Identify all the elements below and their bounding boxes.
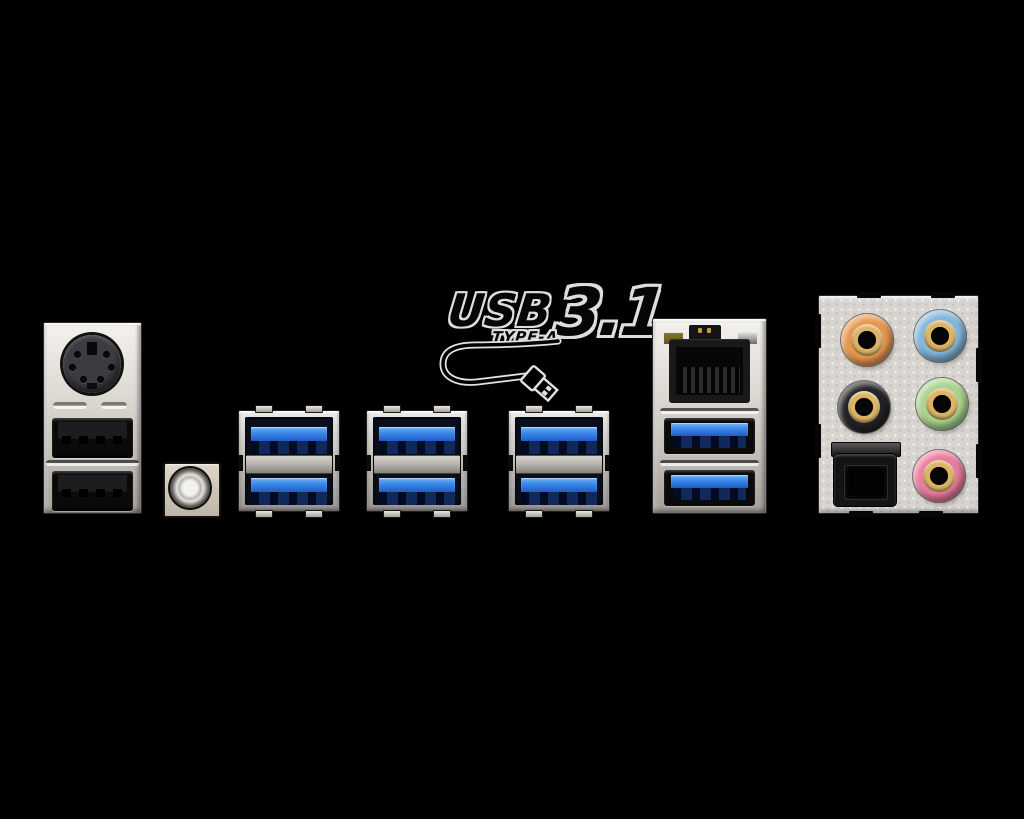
usb2-tongue <box>58 422 127 438</box>
rear-speaker-jack-icon <box>838 381 890 433</box>
usb2-contact-slots <box>62 436 123 444</box>
mount-tab <box>433 510 451 518</box>
clear-cmos-button <box>163 462 221 518</box>
audio-jack-block <box>815 292 982 517</box>
line-in-jack-icon <box>914 310 966 362</box>
usb3-contacts <box>521 492 597 505</box>
usb3-contacts <box>673 488 746 500</box>
side-notch <box>238 455 243 471</box>
rj45-pin <box>707 328 711 333</box>
usb3-contacts <box>379 441 455 454</box>
mount-tab <box>976 348 982 382</box>
usb3-contacts <box>673 436 746 448</box>
optical-spdif-window <box>844 465 888 500</box>
usb3-port-bottom-icon <box>664 470 755 506</box>
ps2-pin <box>97 376 104 383</box>
usb3-tongue <box>379 427 455 441</box>
port-divider <box>516 455 602 474</box>
ps2-pin <box>108 364 115 371</box>
side-notch <box>463 455 468 471</box>
usb3-contacts <box>251 492 327 505</box>
ps2-notch <box>87 383 97 389</box>
rj45-lan-port-icon <box>669 339 750 403</box>
mount-tab <box>255 405 273 413</box>
center-subwoofer-jack-icon <box>841 314 893 366</box>
ps2-pin <box>74 351 81 358</box>
usb3-tongue <box>251 478 327 492</box>
mount-tab <box>976 444 982 478</box>
usb3-tongue <box>379 478 455 492</box>
usb3-tongue <box>251 427 327 441</box>
rj45-contacts <box>679 367 740 393</box>
usb3-dual-port-2 <box>366 405 468 518</box>
port-divider <box>246 455 332 474</box>
vent-slot <box>53 402 87 409</box>
usb3-contacts <box>379 492 455 505</box>
side-notch <box>335 455 340 471</box>
mount-tab <box>857 292 881 298</box>
usb-cable-icon <box>439 337 562 403</box>
usb3-contacts <box>251 441 327 454</box>
mount-tab <box>931 292 955 298</box>
mount-tab <box>305 405 323 413</box>
rj45-clip-slot <box>689 325 721 341</box>
bracket-seam <box>46 460 139 466</box>
jack-hole <box>931 327 949 345</box>
ps2-pin <box>103 351 110 358</box>
ps2-pin <box>69 364 76 371</box>
usb3-tongue <box>521 478 597 492</box>
side-notch <box>508 455 513 471</box>
usb2-port-bottom-icon <box>52 471 133 511</box>
vent-slot <box>101 402 127 409</box>
mount-tab <box>815 424 821 458</box>
port-divider <box>374 455 460 474</box>
rj45-pin <box>698 328 702 333</box>
mount-tab <box>575 405 593 413</box>
usb2-contact-slots <box>62 489 123 497</box>
bracket-seam <box>660 408 759 414</box>
ps2-usb2-block <box>43 322 142 514</box>
mount-tab <box>575 510 593 518</box>
usb3-port-top-icon <box>664 418 755 454</box>
jack-hole <box>930 467 948 485</box>
usb2-port-top-icon <box>52 418 133 458</box>
usb3-tongue <box>671 423 748 436</box>
side-notch <box>366 455 371 471</box>
usb-logo-text: USB <box>445 284 555 337</box>
mount-tab <box>433 405 451 413</box>
side-notch <box>605 455 610 471</box>
usb3-dual-port-1 <box>238 405 340 518</box>
usb2-tongue <box>58 475 127 491</box>
line-out-jack-icon <box>916 378 968 430</box>
mount-tab <box>919 511 943 517</box>
mic-in-jack-icon <box>913 450 965 502</box>
ps2-combo-port-icon <box>63 335 121 393</box>
jack-hole <box>855 398 873 416</box>
bracket-seam <box>660 460 759 466</box>
usb3-contacts <box>521 441 597 454</box>
ps2-key-slot <box>87 342 97 355</box>
mount-tab <box>255 510 273 518</box>
usb3-tongue <box>521 427 597 441</box>
ps2-pin <box>80 376 87 383</box>
mount-tab <box>525 510 543 518</box>
mount-tab <box>383 510 401 518</box>
usb3-tongue <box>671 475 748 488</box>
jack-hole <box>933 395 951 413</box>
mount-tab <box>305 510 323 518</box>
cmos-button-cap <box>170 468 210 508</box>
mount-tab <box>815 314 821 348</box>
usb31-dual-port <box>508 405 610 518</box>
lan-usb3-block <box>652 318 767 514</box>
usb-plug-icon <box>520 365 559 403</box>
jack-hole <box>858 331 876 349</box>
mount-tab <box>525 405 543 413</box>
mount-tab <box>849 511 873 517</box>
optical-spdif-port-icon <box>834 454 896 506</box>
mount-tab <box>383 405 401 413</box>
